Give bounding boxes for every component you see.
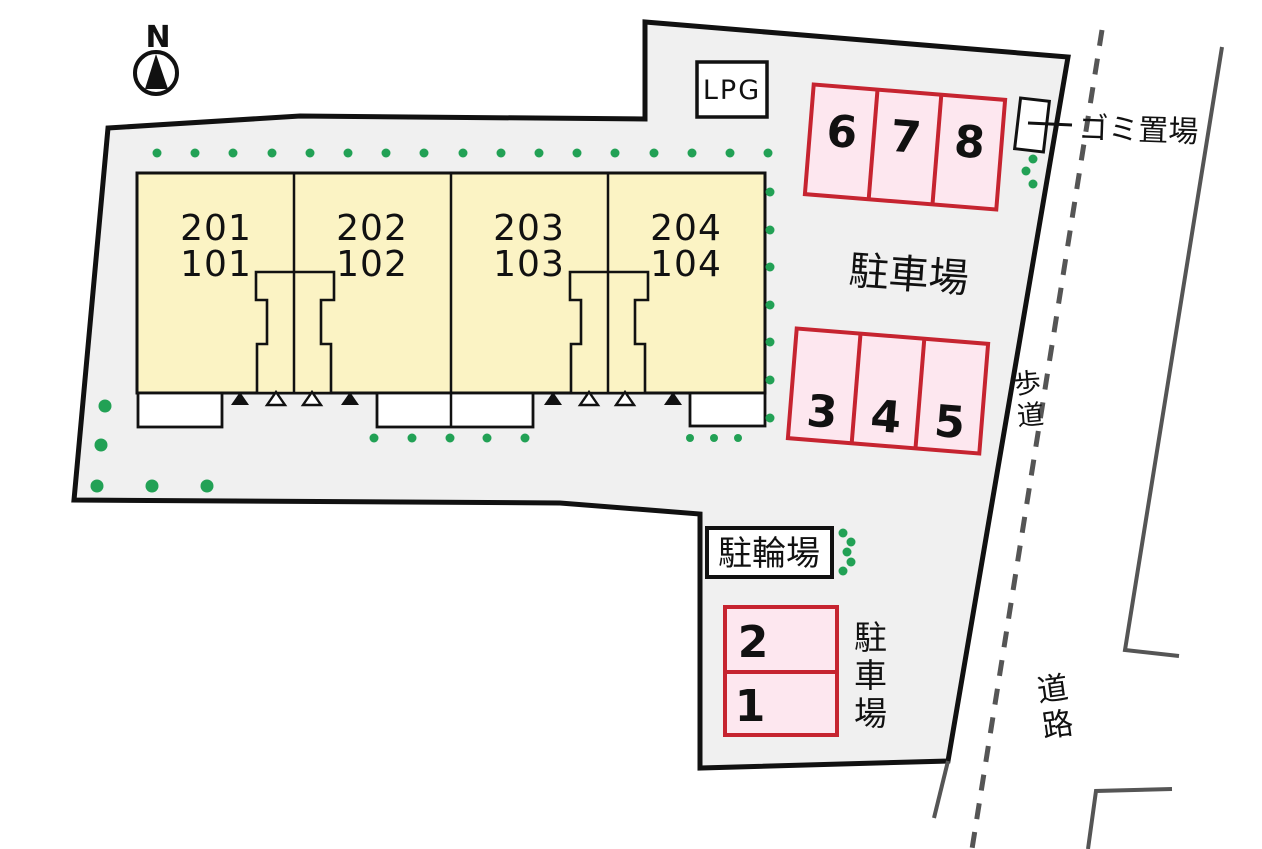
parking-number-7: 7 [888,111,923,164]
tree-dots-left-cluster [90,399,214,493]
unit-label-102: 102 [336,244,408,285]
tree-dots-below-center-porch [369,433,530,443]
entrance-marker-filled [341,392,359,405]
parking-divider [930,94,944,205]
parking-space-3 [785,326,991,456]
parking-area-label-upper: 駐車場 [847,248,970,302]
garbage-box [1012,96,1052,154]
tree-dots-near-bicycle [838,528,856,576]
parking-column-21: 2 1 [723,605,839,737]
parking-number-8: 8 [952,116,987,169]
entrance-markers [231,389,682,407]
porch-left [136,391,224,429]
bicycle-parking-label: 駐輪場 [718,534,820,574]
parking-number-3: 3 [805,386,840,439]
parking-divider [913,338,927,449]
porch-right [688,391,767,428]
parking-number-5: 5 [932,396,967,449]
entrance-marker-filled [664,392,682,405]
road-edge-below-site [932,760,950,819]
parking-divider [866,89,880,200]
lpg-box: LPG [695,60,769,119]
parking-divider [849,333,863,444]
tree-dots [90,148,1038,576]
entrance-marker-open [300,389,324,407]
lpg-label: LPG [703,75,761,106]
entrance-marker-open [264,389,288,407]
parking-row-345: 3 4 5 [785,326,991,456]
parking-row-678: 6 7 8 [802,82,1008,212]
entrance-marker-open [613,389,637,407]
entrance-marker-open [577,389,601,407]
road-label: 道路 [1029,671,1075,747]
unit-label-104: 104 [650,244,722,285]
unit-label-203: 203 [493,208,565,249]
parking-area-label-lower: 駐車場 [849,620,888,734]
unit-label-103: 103 [493,244,565,285]
bicycle-parking-box: 駐輪場 [705,526,834,579]
parking-number-1: 1 [735,681,766,732]
unit-label-101: 101 [180,244,252,285]
road-far-edge-upper [1122,46,1224,658]
parking-space-1 [723,670,839,737]
parking-number-2: 2 [738,617,769,668]
north-compass-icon: N [133,20,179,96]
tree-dots-below-right-porch [686,434,742,442]
garbage-leader-line [1027,121,1073,127]
garbage-label: ゴミ置場 [1078,111,1199,150]
porch-center [375,391,535,429]
unit-label-204: 204 [650,208,722,249]
sidewalk-label: 歩道 [1008,368,1044,435]
road-markings [932,29,1224,849]
parking-number-4: 4 [869,391,904,444]
parking-space-6 [802,82,1008,212]
entrance-marker-filled [544,392,562,405]
tree-dots-near-garbage [1021,154,1038,189]
parking-number-6: 6 [825,106,860,159]
road-far-edge-lower [1086,787,1173,849]
tree-dots-row-above-building [152,148,773,158]
unit-label-202: 202 [336,208,408,249]
entrance-marker-filled [231,392,249,405]
sidewalk-dashed-line [969,29,1105,849]
unit-label-201: 201 [180,208,252,249]
garbage-area: ゴミ置場 [1012,96,1199,154]
tree-dots-col-right-of-building [765,187,775,423]
unit-labels: 201 101 202 102 203 103 204 104 [180,208,722,285]
building: 201 101 202 102 203 103 204 104 [135,171,767,429]
north-label: N [145,20,170,55]
